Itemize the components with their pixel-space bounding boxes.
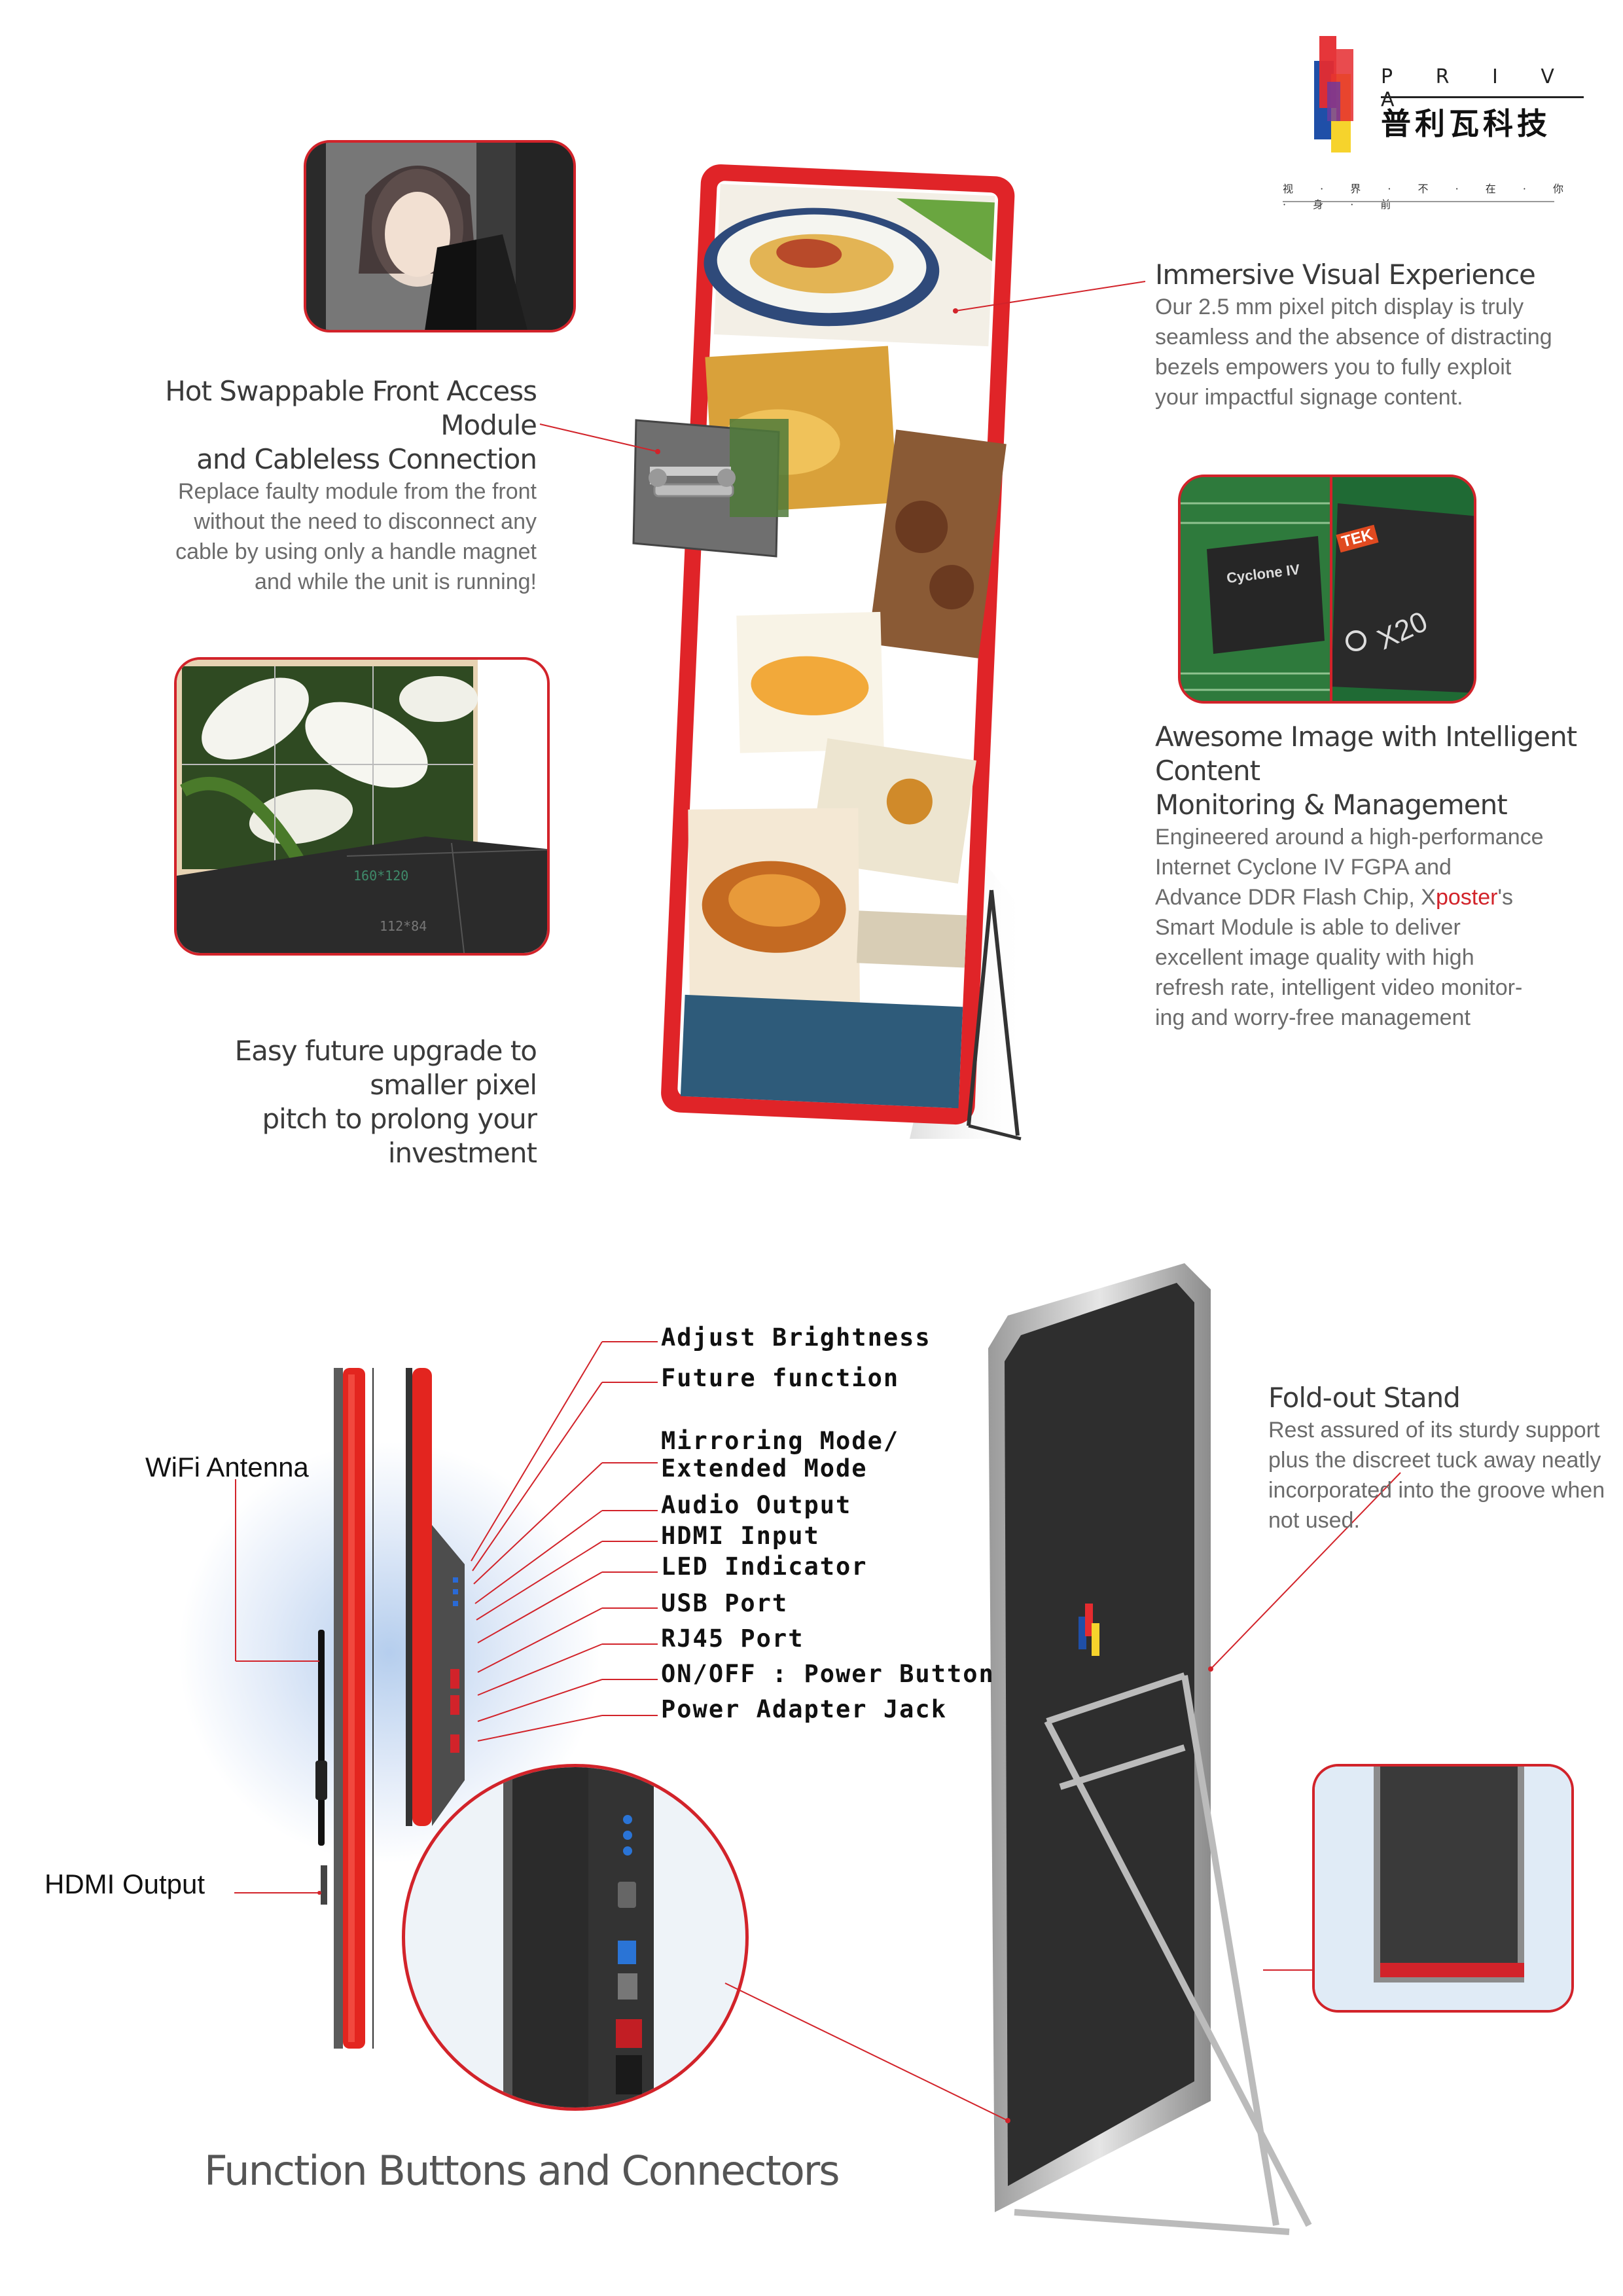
- brand-latin: P R I V A: [1381, 65, 1573, 111]
- xposter-highlight: poster: [1435, 885, 1498, 910]
- lily-module-icon: [177, 660, 547, 953]
- hotswap-title-2: and Cableless Connection: [196, 443, 537, 475]
- hotswap-line-1: Replace faulty module from the front: [177, 479, 537, 504]
- module-label-1: 160*120: [353, 868, 409, 884]
- swap-module-icon: [632, 419, 789, 558]
- label-adjust-brightness: Adjust Brightness: [661, 1323, 931, 1352]
- section-title-connectors: Function Buttons and Connectors: [204, 2147, 840, 2195]
- immersive-line-1: Our 2.5 mm pixel pitch display is truly: [1155, 295, 1524, 319]
- feature-foldout: Fold-out Stand Rest assured of its sturd…: [1268, 1381, 1622, 1535]
- awesome-line-4: Smart Module is able to deliver: [1155, 915, 1461, 940]
- label-led-indicator: LED Indicator: [661, 1552, 868, 1581]
- leader-lines-top: [539, 281, 1146, 454]
- awesome-line-3-post: 's: [1497, 885, 1513, 910]
- side-profile: [315, 1368, 465, 2049]
- label-mirroring-mode: Mirroring Mode/: [661, 1427, 900, 1455]
- slogan-line: [1283, 201, 1554, 202]
- label-power-adapter-jack: Power Adapter Jack: [661, 1695, 947, 1723]
- hotswap-line-3: cable by using only a handle magnet: [175, 539, 537, 564]
- photo-module-upgrade: 160*120 112*84: [174, 657, 550, 956]
- label-power-button: ON/OFF : Power Button: [661, 1660, 995, 1688]
- awesome-line-3: Advance DDR Flash Chip, Xposter's: [1155, 882, 1600, 912]
- awesome-title-1: Awesome Image with Intelligent Content: [1155, 721, 1577, 787]
- awesome-line-7: ing and worry-free management: [1155, 1005, 1471, 1030]
- label-future-function: Future function: [661, 1364, 900, 1392]
- feature-immersive: Immersive Visual Experience Our 2.5 mm p…: [1155, 258, 1587, 412]
- hotswap-line-2: without the need to disconnect any: [194, 509, 537, 534]
- zoom-connectors: [402, 1764, 749, 2111]
- brand-chinese: 普利瓦科技: [1381, 106, 1551, 141]
- label-hdmi-output: HDMI Output: [45, 1869, 205, 1899]
- woman-photo-icon: [306, 143, 573, 330]
- groove-closeup-icon: [1315, 1767, 1571, 2010]
- foldout-line-1: Rest assured of its sturdy support: [1268, 1418, 1600, 1443]
- brand-logo: P R I V A 普利瓦科技 视 · 界 · 不 · 在 · 你 · 身 · …: [1283, 36, 1590, 211]
- label-hdmi-input: HDMI Input: [661, 1522, 820, 1550]
- label-extended-mode: Extended Mode: [661, 1454, 868, 1482]
- foldout-title: Fold-out Stand: [1268, 1382, 1461, 1414]
- awesome-line-6: refresh rate, intelligent video monitor-: [1155, 975, 1523, 1000]
- foldout-line-3: incorporated into the groove when: [1268, 1478, 1605, 1503]
- foldout-line-4: not used.: [1268, 1508, 1360, 1533]
- awesome-line-3-pre: Advance DDR Flash Chip, X: [1155, 885, 1436, 910]
- photo-chip: Cyclone IV X20 TEK: [1178, 475, 1476, 704]
- awesome-line-5: excellent image quality with high: [1155, 945, 1474, 970]
- feature-awesome: Awesome Image with Intelligent Content M…: [1155, 720, 1600, 1033]
- hotswap-line-4: and while the unit is running!: [255, 569, 537, 594]
- feature-hotswap: Hot Swappable Front Access Module and Ca…: [131, 374, 537, 597]
- immersive-title: Immersive Visual Experience: [1155, 259, 1536, 291]
- connector-closeup-icon: [503, 1767, 654, 2108]
- label-audio-output: Audio Output: [661, 1491, 852, 1519]
- feature-upgrade: Easy future upgrade to smaller pixel pit…: [131, 1034, 537, 1170]
- photo-woman: [304, 140, 576, 332]
- immersive-line-3: bezels empowers you to fully exploit: [1155, 355, 1512, 380]
- upgrade-title-1: Easy future upgrade to smaller pixel: [234, 1035, 537, 1101]
- awesome-line-2: Internet Cyclone IV FGPA and: [1155, 855, 1452, 880]
- stand-display: [988, 1263, 1312, 2235]
- foldout-line-2: plus the discreet tuck away neatly: [1268, 1448, 1601, 1473]
- label-usb-port: USB Port: [661, 1589, 789, 1617]
- label-rj45-port: RJ45 Port: [661, 1624, 804, 1653]
- immersive-line-4: your impactful signage content.: [1155, 385, 1463, 410]
- brand-divider: [1381, 96, 1584, 98]
- awesome-title-2: Monitoring & Management: [1155, 789, 1508, 821]
- chip-icon: [1181, 477, 1474, 701]
- module-label-2: 112*84: [380, 918, 427, 934]
- awesome-line-1: Engineered around a high-performance: [1155, 825, 1544, 850]
- logo-mark-icon: [1314, 36, 1353, 152]
- immersive-line-2: seamless and the absence of distracting: [1155, 325, 1552, 350]
- zoom-stand-groove: [1312, 1764, 1574, 2013]
- label-wifi-antenna: WiFi Antenna: [145, 1452, 309, 1482]
- hotswap-title-1: Hot Swappable Front Access Module: [165, 375, 537, 441]
- upgrade-title-2: pitch to prolong your investment: [262, 1103, 537, 1169]
